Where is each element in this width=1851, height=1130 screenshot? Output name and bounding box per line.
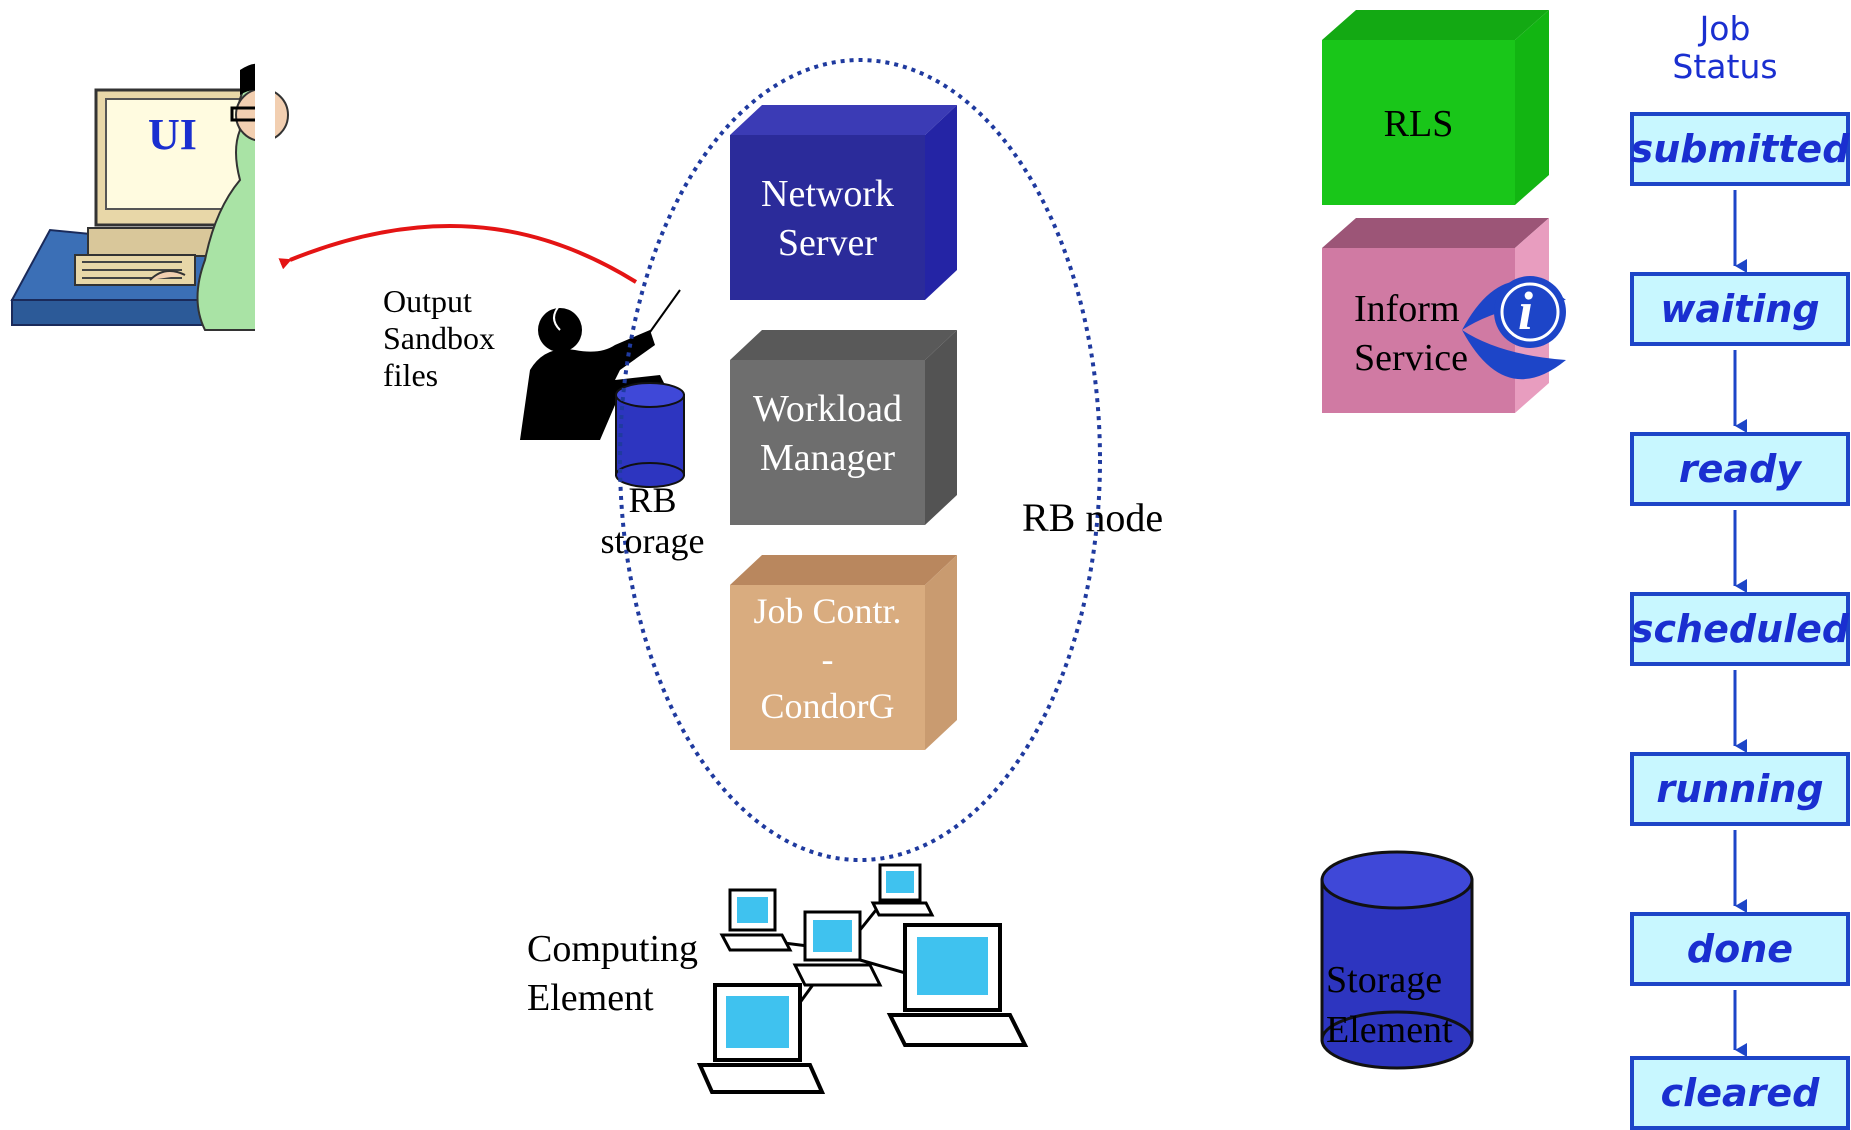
- information-service-text: Inform Service: [1354, 285, 1468, 384]
- info-icon-glyph: i: [1518, 281, 1534, 341]
- job-controller-box: [730, 555, 957, 750]
- output-sandbox-line-1: Output: [383, 283, 472, 319]
- rls-box: [1322, 10, 1549, 205]
- computing-element-label: Computing Element: [527, 925, 698, 1024]
- rb-storage-cylinder: [615, 382, 685, 488]
- rb-node-boundary: [618, 58, 1102, 862]
- information-service-line-2: Service: [1354, 337, 1468, 380]
- storage-element-line-1: Storage: [1326, 959, 1443, 1001]
- output-sandbox-line-2: Sandbox: [383, 319, 495, 356]
- status-done: done: [1630, 912, 1850, 986]
- rb-storage-label: RB storage: [590, 480, 715, 563]
- computer-icon-1: [719, 888, 793, 952]
- workload-manager-text: Workload Manager: [730, 385, 925, 484]
- job-controller-line-3: CondorG: [760, 686, 895, 727]
- status-scheduled: scheduled: [1630, 592, 1850, 666]
- status-submitted: submitted: [1630, 112, 1850, 186]
- rb-storage-line-1: RB: [628, 480, 677, 520]
- job-status-title: Job Status: [1650, 10, 1800, 86]
- info-icon: [1462, 276, 1566, 380]
- computer-icon-2: [870, 863, 935, 917]
- computing-element-line-2: Element: [527, 977, 654, 1020]
- workload-manager-line-1: Workload: [753, 388, 902, 430]
- network-server-box: [730, 105, 957, 300]
- rls-text: RLS: [1383, 103, 1454, 145]
- job-controller-line-1: Job Contr.: [753, 591, 902, 631]
- job-status-title-line-2: Status: [1672, 46, 1778, 86]
- output-sandbox-arrow: [278, 224, 638, 284]
- storage-element-cylinder: [1320, 850, 1474, 1070]
- status-ready: ready: [1630, 432, 1850, 506]
- storage-element-label: Storage Element: [1326, 955, 1453, 1055]
- job-controller-text: Job Contr. - CondorG: [730, 588, 925, 731]
- workload-manager-line-2: Manager: [759, 437, 896, 480]
- rb-storage-line-2: storage: [600, 521, 705, 562]
- output-sandbox-label: Output Sandbox files: [383, 283, 495, 393]
- network-server-line-1: Network: [761, 173, 894, 215]
- workstation-clip: [255, 50, 275, 350]
- ui-label: UI: [148, 110, 197, 159]
- status-running: running: [1630, 752, 1850, 826]
- status-cleared: cleared: [1630, 1056, 1850, 1130]
- network-server-text: Network Server: [730, 170, 925, 269]
- workload-manager-box: [730, 330, 957, 525]
- computer-icon-5: [696, 983, 826, 1094]
- job-status-title-line-1: Job: [1699, 9, 1751, 48]
- computer-icon-3: [792, 910, 883, 987]
- storage-element-line-2: Element: [1326, 1009, 1453, 1052]
- information-service-line-1: Inform: [1354, 288, 1460, 330]
- computer-icon-4: [886, 923, 1029, 1047]
- rb-node-label: RB node: [1022, 495, 1164, 540]
- conductor-icon: [520, 289, 681, 440]
- output-sandbox-line-3: files: [383, 356, 439, 393]
- status-waiting: waiting: [1630, 272, 1850, 346]
- computing-element-line-1: Computing: [527, 928, 699, 970]
- job-controller-line-2: -: [821, 638, 834, 679]
- network-server-line-2: Server: [777, 222, 878, 265]
- ui-workstation: [10, 57, 289, 331]
